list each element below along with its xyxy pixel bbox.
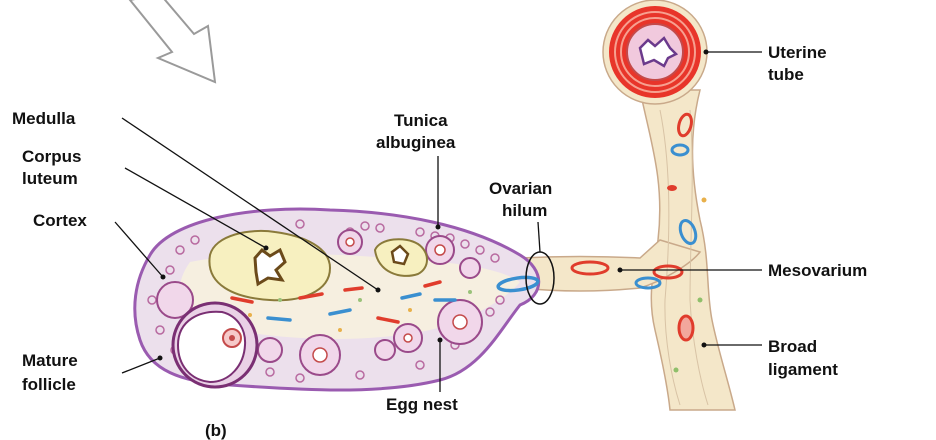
- label-broad-ligament-line2: ligament: [768, 360, 838, 379]
- label-corpus-luteum-line1: Corpus: [22, 147, 82, 166]
- label-ovarian-hilum-line1: Ovarian: [489, 179, 552, 198]
- label-corpus-luteum-line2: luteum: [22, 169, 78, 188]
- label-uterine-tube-line2: tube: [768, 65, 804, 84]
- label-mature-follicle-line2: follicle: [22, 375, 76, 394]
- pointer-arrow-icon: [130, 0, 215, 82]
- broad-ligament-tissue: [520, 90, 735, 410]
- ovary-body: [135, 209, 554, 390]
- label-mature-follicle-line1: Mature: [22, 351, 78, 370]
- label-medulla: Medulla: [12, 109, 76, 128]
- label-uterine-tube-line1: Uterine: [768, 43, 827, 62]
- label-mesovarium: Mesovarium: [768, 261, 867, 280]
- label-egg-nest: Egg nest: [386, 395, 458, 414]
- label-broad-ligament-line1: Broad: [768, 337, 817, 356]
- label-ovarian-hilum-line2: hilum: [502, 201, 547, 220]
- uterine-tube-section: [603, 0, 707, 104]
- label-cortex: Cortex: [33, 211, 87, 230]
- label-tunica-albuginea-line1: Tunica: [394, 111, 448, 130]
- panel-label: (b): [205, 421, 227, 440]
- label-tunica-albuginea-line2: albuginea: [376, 133, 456, 152]
